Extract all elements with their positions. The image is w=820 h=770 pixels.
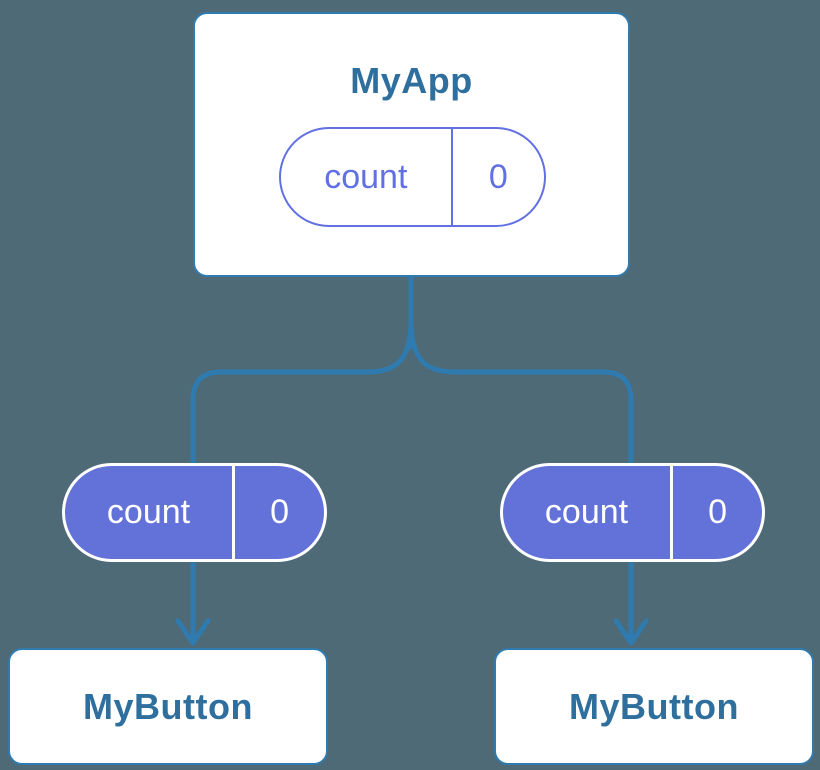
prop-pill-right: count 0	[500, 463, 765, 562]
component-box-myapp: MyApp count 0	[193, 12, 630, 277]
component-title-mybutton-right: MyButton	[569, 685, 739, 727]
state-name-label: count	[281, 129, 453, 225]
arrowhead-left-icon	[175, 618, 211, 646]
branch-right-line	[408, 317, 634, 469]
component-box-mybutton-left: MyButton	[8, 648, 328, 765]
prop-name-label: count	[503, 466, 674, 559]
branch-left-line	[190, 317, 414, 469]
prop-pill-left: count 0	[62, 463, 327, 562]
component-box-mybutton-right: MyButton	[494, 648, 814, 765]
state-pill-myapp: count 0	[279, 127, 546, 227]
arrowhead-right-icon	[613, 618, 649, 646]
prop-value-label: 0	[708, 493, 727, 531]
component-title-mybutton-left: MyButton	[83, 685, 253, 727]
prop-name-label: count	[65, 466, 236, 559]
prop-value-label: 0	[270, 493, 289, 531]
component-title-myapp: MyApp	[350, 60, 473, 101]
state-value-label: 0	[488, 157, 508, 196]
